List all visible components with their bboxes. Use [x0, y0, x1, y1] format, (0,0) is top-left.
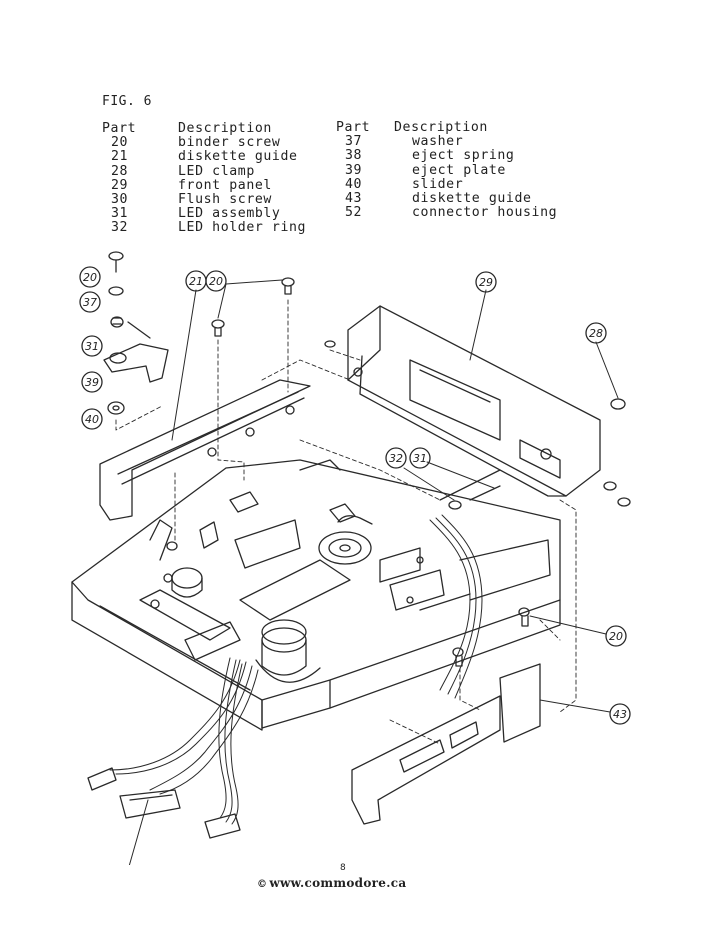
- footer-url[interactable]: ©www.commodore.ca: [257, 876, 406, 890]
- part-number: 29: [111, 177, 129, 193]
- part-description: slider: [412, 176, 464, 192]
- parts-row: 39 eject plate: [336, 162, 557, 178]
- callout-circle: 28: [585, 322, 607, 344]
- figure-title: FIG. 6: [102, 94, 152, 109]
- part-number: 31: [111, 206, 129, 222]
- part-number: 39: [345, 162, 363, 178]
- callout-circle: 32: [385, 447, 407, 469]
- callout-circle: 31: [81, 335, 103, 357]
- part-number: 28: [111, 163, 129, 179]
- svg-text:43: 43: [613, 708, 627, 721]
- part-description: diskette guide: [178, 149, 298, 165]
- parts-row: 28 LED clamp: [102, 163, 306, 179]
- part-description: front panel: [178, 177, 272, 193]
- header-description: Description: [394, 120, 488, 135]
- parts-header-left: Part Description: [102, 121, 306, 136]
- header-description: Description: [178, 121, 272, 136]
- part-number: 52: [345, 205, 363, 221]
- callout-circle: 21: [185, 270, 207, 292]
- svg-text:20: 20: [83, 271, 97, 284]
- header-part: Part: [102, 121, 137, 136]
- assembly-lines: [115, 299, 577, 745]
- part-description: binder screw: [178, 135, 281, 151]
- parts-header-right: Part Description: [336, 120, 557, 135]
- part-description: diskette guide: [412, 191, 532, 207]
- parts-row: 29 front panel: [102, 177, 306, 193]
- callout-circle: 20: [79, 266, 101, 288]
- svg-text:40: 40: [85, 413, 99, 426]
- svg-text:20: 20: [209, 275, 223, 288]
- parts-row: 43 diskette guide: [336, 191, 557, 207]
- callout-circle: 20: [205, 270, 227, 292]
- front-panel: [347, 305, 601, 497]
- header-part: Part: [336, 120, 371, 135]
- callout-circle: 29: [475, 271, 497, 293]
- connectors: [87, 767, 241, 839]
- svg-text:21: 21: [189, 275, 203, 288]
- part-number: 30: [111, 192, 129, 208]
- svg-text:31: 31: [85, 340, 99, 353]
- part-description: LED holder ring: [178, 220, 307, 236]
- svg-text:32: 32: [389, 452, 403, 465]
- part-description: eject spring: [412, 148, 515, 164]
- part-number: 38: [345, 148, 363, 164]
- part-number: 21: [111, 149, 129, 165]
- callout-circle: 31: [409, 447, 431, 469]
- callout-circle: 43: [609, 703, 631, 725]
- part-description: Flush screw: [178, 192, 272, 208]
- diskette-guide-left: [99, 379, 311, 521]
- chassis: [71, 459, 561, 731]
- part-description: connector housing: [412, 205, 558, 221]
- parts-row: 31 LED assembly: [102, 207, 306, 221]
- part-number: 20: [111, 135, 129, 151]
- parts-list-right: Part Description 37 washer 38 eject spring…: [336, 120, 557, 220]
- parts-row: 52 connector housing: [336, 206, 557, 220]
- leader-lines: [128, 279, 619, 865]
- svg-text:20: 20: [609, 630, 623, 643]
- exploded-view-diagram: 20 37 31 39 40 21 20 29 28 32 31 20 43 5…: [71, 251, 631, 865]
- callout-circle: 39: [81, 371, 103, 393]
- spindle-motor: [255, 619, 321, 683]
- part-number: 37: [345, 134, 363, 150]
- small-parts: [103, 251, 631, 667]
- part-description: washer: [412, 134, 464, 150]
- parts-list-left: Part Description 20 binder screw 21 disket…: [102, 121, 306, 236]
- page-number: 8: [340, 863, 346, 873]
- part-description: eject plate: [412, 162, 506, 178]
- svg-text:29: 29: [479, 276, 493, 289]
- callout-circle: 20: [605, 625, 627, 647]
- copyright-mark: ©: [257, 879, 268, 890]
- part-number: 32: [111, 220, 129, 236]
- parts-row: 20 binder screw: [102, 136, 306, 150]
- wire-harness: [109, 514, 483, 825]
- parts-row: 37 washer: [336, 135, 557, 149]
- footer-text: www.commodore.ca: [269, 876, 407, 890]
- parts-row: 40 slider: [336, 176, 557, 192]
- svg-text:39: 39: [85, 376, 99, 389]
- diskette-guide-right: [351, 663, 541, 825]
- part-number: 43: [345, 191, 363, 207]
- svg-text:37: 37: [83, 296, 97, 309]
- svg-text:28: 28: [589, 327, 603, 340]
- parts-row: 30 Flush screw: [102, 192, 306, 208]
- svg-text:31: 31: [413, 452, 427, 465]
- part-description: LED assembly: [178, 206, 281, 222]
- callout-circle: 37: [79, 291, 101, 313]
- parts-row: 32 LED holder ring: [102, 221, 306, 235]
- part-number: 40: [345, 176, 363, 192]
- parts-row: 38 eject spring: [336, 149, 557, 163]
- parts-row: 21 diskette guide: [102, 150, 306, 164]
- callouts: 20 37 31 39 40 21 20 29 28 32 31 20 43 5…: [79, 266, 631, 725]
- callout-circle: 40: [81, 408, 103, 430]
- part-description: LED clamp: [178, 163, 255, 179]
